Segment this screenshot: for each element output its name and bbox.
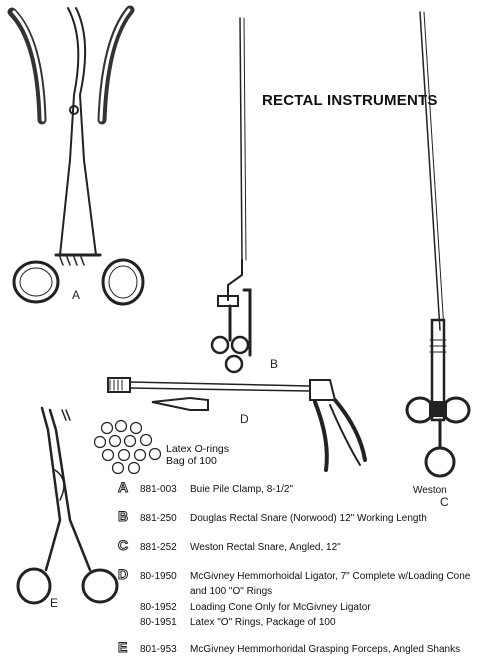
- legend-letter: A: [118, 479, 129, 495]
- item-desc: Latex "O" Rings, Package of 100: [190, 617, 336, 628]
- item-desc-continued: and 100 "O" Rings: [190, 586, 273, 597]
- item-code: 80-1950: [140, 571, 177, 582]
- figure-label-c: C: [440, 495, 449, 509]
- oring-caption: Latex O-rings Bag of 100: [166, 443, 229, 467]
- item-desc: McGivney Hemmorhoridal Grasping Forceps,…: [190, 644, 461, 655]
- snare-c-drawing: [405, 11, 471, 478]
- figure-label-d: D: [240, 412, 249, 426]
- item-desc: McGivney Hemmorhoidal Ligator, 7" Comple…: [190, 571, 471, 582]
- item-code: 881-252: [140, 542, 177, 553]
- legend-letter: E: [118, 639, 128, 655]
- figure-label-a: A: [72, 288, 81, 302]
- item-code: 80-1951: [140, 617, 177, 628]
- item-desc: Douglas Rectal Snare (Norwood) 12" Worki…: [190, 513, 427, 524]
- item-code: 881-250: [140, 513, 177, 524]
- forceps-e-drawing: [16, 406, 119, 605]
- weston-label: Weston: [413, 485, 447, 496]
- legend-letter: B: [118, 508, 129, 524]
- page-title: RECTAL INSTRUMENTS: [262, 92, 438, 109]
- clamp-a-drawing: [7, 5, 145, 306]
- item-code: 881-003: [140, 484, 177, 495]
- item-desc: Weston Rectal Snare, Angled, 12": [190, 542, 341, 553]
- oring-caption-line1: Latex O-rings: [166, 443, 230, 455]
- figure-label-b: B: [270, 357, 279, 371]
- legend-letter: D: [118, 566, 129, 582]
- ligator-d-drawing: [107, 377, 367, 472]
- figure-label-e: E: [50, 596, 59, 610]
- latex-orings-drawing: [93, 419, 162, 475]
- item-desc: Loading Cone Only for McGivney Ligator: [190, 602, 371, 613]
- legend-letter: C: [118, 537, 129, 553]
- item-code: 80-1952: [140, 602, 177, 613]
- item-desc: Buie Pile Clamp, 8-1/2": [190, 484, 294, 495]
- item-code: 801-953: [140, 644, 177, 655]
- oring-caption-line2: Bag of 100: [166, 455, 217, 467]
- snare-b-drawing: [210, 17, 252, 374]
